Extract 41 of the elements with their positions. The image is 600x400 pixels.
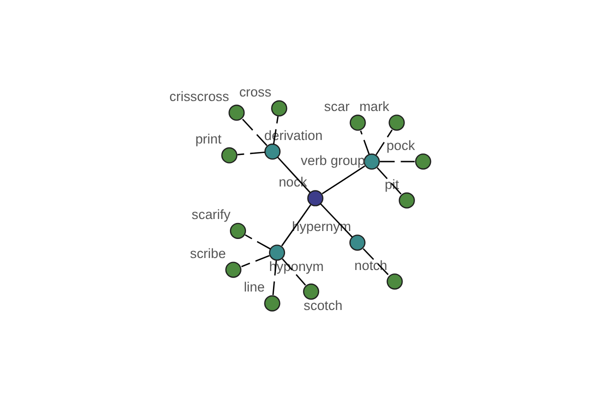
- node-circle: [415, 153, 432, 170]
- connector: [322, 166, 366, 194]
- connector: [362, 248, 390, 277]
- node-circle: [230, 222, 246, 239]
- node-circle: [350, 114, 366, 131]
- node-circle: [228, 104, 245, 121]
- node-circle: [268, 244, 286, 261]
- connector: [242, 118, 268, 146]
- node-circle: [364, 154, 380, 170]
- node-circle: [264, 144, 281, 160]
- node-label: scarify: [192, 207, 230, 222]
- node-circle: [349, 234, 366, 251]
- node-label: pock: [386, 138, 415, 153]
- connector: [360, 130, 370, 154]
- node-label: notch: [354, 258, 388, 273]
- node-circle: [386, 273, 403, 290]
- connector: [241, 255, 270, 268]
- node-label: mark: [359, 99, 390, 114]
- node-label: cross: [239, 84, 272, 100]
- connector: [380, 160, 415, 162]
- node-circle: [271, 100, 288, 116]
- connector: [237, 152, 266, 156]
- node-label: crisscross: [169, 89, 230, 104]
- node-label: scotch: [304, 298, 342, 313]
- connector: [244, 234, 271, 250]
- node-label: pit: [384, 176, 399, 192]
- node-circle: [388, 114, 405, 131]
- node-circle: [398, 192, 415, 209]
- node-label: print: [195, 132, 222, 147]
- node-circle: [307, 190, 324, 206]
- node-circle: [221, 147, 238, 164]
- node-label: line: [244, 280, 265, 295]
- node-label: scribe: [190, 246, 226, 262]
- connector: [281, 204, 312, 246]
- node-label: scar: [324, 99, 350, 114]
- node-label: verb group: [300, 152, 366, 168]
- connector: [376, 130, 393, 156]
- node-circle: [264, 295, 280, 312]
- connector: [376, 167, 402, 194]
- node-circle: [303, 284, 320, 300]
- node-circle: [225, 262, 242, 278]
